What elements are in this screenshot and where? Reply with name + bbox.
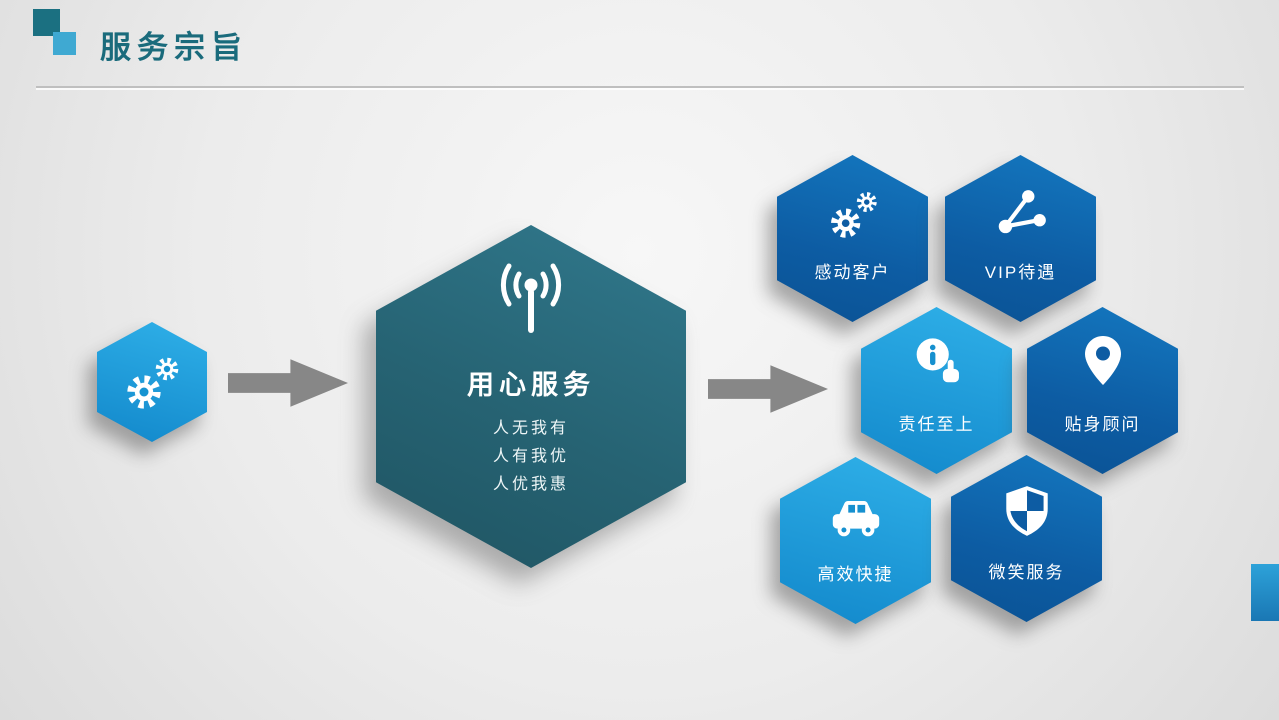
car-icon [832, 501, 879, 537]
hexagon-label: 责任至上 [898, 415, 975, 434]
shield-icon [1005, 486, 1048, 536]
right-arrow-icon [708, 365, 828, 413]
hexagon-label: 微笑服务 [988, 563, 1065, 582]
center-hexagon-line: 人无我有 [492, 420, 569, 437]
title-accent-square-light [53, 32, 76, 55]
center-hexagon-lines: 人无我有 人有我优 人优我惠 [376, 415, 686, 499]
center-hexagon-line: 人优我惠 [492, 476, 569, 493]
hexagon-label: 贴身顾问 [1064, 415, 1141, 434]
page-title: 服务宗旨 [100, 30, 248, 65]
hexagon-label: 高效快捷 [817, 565, 894, 584]
gears-icon [116, 346, 188, 418]
hexagon-label: VIP待遇 [984, 263, 1057, 282]
share-network-icon [998, 190, 1046, 234]
center-hexagon-title: 用心服务 [467, 370, 595, 400]
right-arrow-icon [228, 359, 348, 407]
hexagon-label: 感动客户 [814, 263, 891, 282]
title-divider [36, 86, 1244, 88]
page-edge-accent [1251, 564, 1279, 621]
info-hand-icon [916, 338, 959, 383]
broadcast-antenna-icon [500, 263, 562, 333]
center-hexagon-line: 人有我优 [492, 448, 569, 465]
title-accent-square-dark [33, 9, 60, 36]
location-pin-icon [1084, 336, 1121, 385]
gears-icon [820, 181, 886, 247]
